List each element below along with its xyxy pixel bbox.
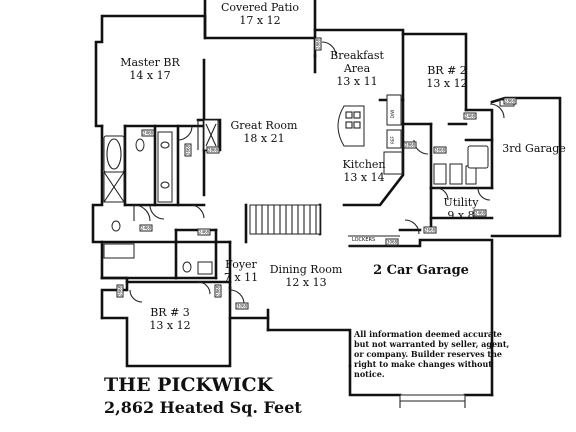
br2-size: 13 x 12 <box>426 77 467 90</box>
heated-area: 2,862 Heated Sq. Feet <box>104 398 302 417</box>
br3-name: BR # 3 <box>150 306 190 319</box>
breakfast-name: Breakfast <box>330 49 384 62</box>
door-tag: 2868 <box>405 143 416 148</box>
door-tag: 2868 <box>316 38 321 49</box>
door-tag: 2668 <box>425 228 436 233</box>
dining-room-name: Dining Room <box>270 263 343 276</box>
door-tag: 3068 <box>387 240 398 245</box>
third-garage-name: 3rd Garage <box>502 142 566 155</box>
disclaimer: All information deemed accurate but not … <box>353 329 510 379</box>
door-tag: 3068 <box>237 304 248 309</box>
door-tag: 2468 <box>143 131 154 136</box>
covered-patio-size: 17 x 12 <box>239 14 280 27</box>
toilet <box>111 220 121 232</box>
toilet <box>135 138 145 152</box>
door-tag: 2668 <box>118 285 123 296</box>
utility-name: Utility <box>444 196 480 209</box>
plan-title: THE PICKWICK <box>104 374 275 396</box>
br3-size: 13 x 12 <box>149 319 190 332</box>
door-tag: 2468 <box>465 114 476 119</box>
foyer-name: Foyer <box>225 258 257 271</box>
door-tags: 2468 2668 2868 2468 2668 2868 2468 3068 … <box>116 37 517 310</box>
utility-size: 9 x 8 <box>447 209 474 222</box>
kitchen-island <box>337 105 365 147</box>
kitchen-name: Kitchen <box>343 158 386 171</box>
disclaimer-line: or company. Builder reserves the <box>354 349 502 359</box>
door-tag: 2868 <box>216 285 221 296</box>
foyer-size: 7 x 11 <box>224 271 258 284</box>
ref-label: REF <box>390 135 395 143</box>
garage-door <box>399 394 466 402</box>
door-tag: 2468 <box>475 211 486 216</box>
great-room-name: Great Room <box>231 119 299 132</box>
fixtures <box>103 94 515 408</box>
door-swings <box>129 41 505 305</box>
disclaimer-line: All information deemed accurate <box>353 329 502 339</box>
master-br-size: 14 x 17 <box>129 69 170 82</box>
great-room-size: 18 x 21 <box>243 132 284 145</box>
staircase <box>249 204 321 235</box>
door-tag: 2868 <box>505 99 516 104</box>
dw-label: D/W <box>390 110 395 118</box>
door-tag: 2868 <box>208 148 219 153</box>
disclaimer-line: but not warranted by seller, agent, <box>354 339 510 349</box>
br2-name: BR # 2 <box>427 64 467 77</box>
master-br-name: Master BR <box>120 56 180 69</box>
two-car-garage-name: 2 Car Garage <box>373 263 469 278</box>
covered-patio-name: Covered Patio <box>221 1 299 14</box>
door-tag: 2468 <box>199 230 210 235</box>
door-tag: 2468 <box>141 226 152 231</box>
exterior-walls <box>91 0 562 397</box>
room-labels: Covered Patio 17 x 12 Master BR 14 x 17 … <box>120 1 566 332</box>
door-tag: 2668 <box>435 148 446 153</box>
breakfast-name2: Area <box>343 62 371 75</box>
dining-room-size: 12 x 13 <box>285 276 326 289</box>
disclaimer-line: notice. <box>354 369 385 379</box>
disclaimer-line: right to make changes without <box>354 359 492 369</box>
kitchen-size: 13 x 14 <box>343 171 384 184</box>
door-tag: 2668 <box>186 144 191 155</box>
breakfast-size: 13 x 11 <box>336 75 377 88</box>
lockers-label: LOCKERS <box>352 237 375 243</box>
toilet <box>182 261 192 273</box>
